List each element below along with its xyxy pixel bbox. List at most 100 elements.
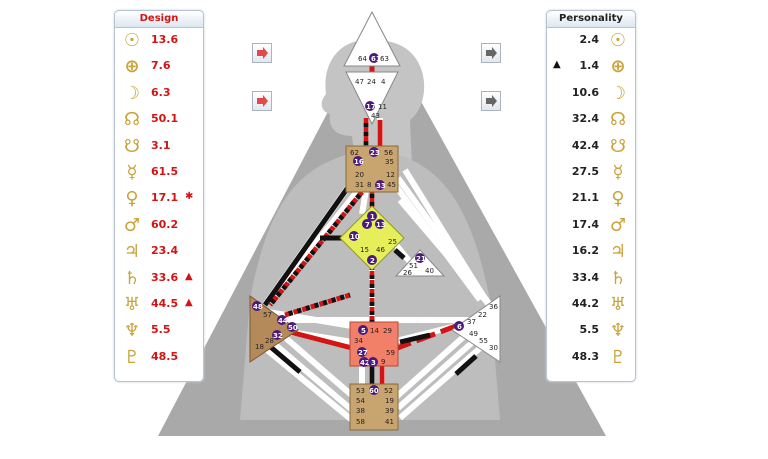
gate-line-value: 27.5 <box>571 164 599 178</box>
gate-label: 12 <box>386 171 395 179</box>
gate-label: 25 <box>388 238 397 246</box>
design-row: ⊕7.6 <box>115 54 203 80</box>
ajna-center <box>345 71 399 126</box>
planet-icon: ♃ <box>123 241 141 263</box>
planet-icon: ♆ <box>609 320 627 342</box>
planet-icon: ♆ <box>123 320 141 342</box>
spleen-center <box>249 295 299 363</box>
planet-icon: ☉ <box>609 30 627 51</box>
gate-line-value: 61.5 <box>151 164 179 178</box>
design-row: ☋3.1 <box>115 134 203 160</box>
planet-icon: ☊ <box>124 109 140 131</box>
gate-label: 55 <box>479 337 488 345</box>
g-center <box>339 205 405 271</box>
gate-label: 20 <box>355 171 364 179</box>
gate-label: 16 <box>354 158 364 166</box>
personality-row: ♂17.4 <box>547 213 635 239</box>
gate-label: 51 <box>409 262 418 270</box>
gate-label: 14 <box>370 327 379 335</box>
gate-label: 34 <box>354 337 363 345</box>
personality-row: ♀21.1 <box>547 186 635 212</box>
planet-icon: ☿ <box>126 161 138 183</box>
design-row: ♃ 23.4 <box>115 239 203 265</box>
gate-line-value: 33.4 <box>571 270 599 284</box>
gate-label: 53 <box>356 387 365 395</box>
fixing-marker-icon: ▲ <box>185 270 193 282</box>
gate-label: 42 <box>360 359 370 367</box>
gate-line-value: 44.5 <box>151 296 179 310</box>
personality-row: ♆ 5.5 <box>547 318 635 344</box>
gate-label: 8 <box>367 181 371 189</box>
planet-icon: ♇ <box>609 346 627 368</box>
planet-icon: ♄ <box>609 267 627 289</box>
planet-icon: ♃ <box>609 241 627 263</box>
design-row: ☿ 61.5 <box>115 160 203 186</box>
gate-label: 54 <box>356 397 365 405</box>
gate-line-value: 60.2 <box>151 217 179 231</box>
design-row: ☽6.3 <box>115 81 203 107</box>
gate-label: 44 <box>278 317 288 325</box>
gate-label: 31 <box>355 181 364 189</box>
planet-icon: ⊕ <box>610 56 626 78</box>
planet-icon: ☋ <box>610 135 626 157</box>
planet-icon: ☊ <box>610 109 626 131</box>
planet-icon: ♅ <box>609 293 627 315</box>
right-arrow-gray-icon <box>486 47 497 59</box>
gate-label: 24 <box>367 78 376 86</box>
planet-icon: ♅ <box>123 293 141 315</box>
right-arrow-red-icon <box>257 47 268 59</box>
personality-arrow-button-1[interactable] <box>481 43 501 63</box>
personality-row: ☋42.4 <box>547 134 635 160</box>
personality-row: ☿ 27.5 <box>547 160 635 186</box>
right-arrow-red-icon <box>257 95 268 107</box>
gate-label: 26 <box>403 269 412 277</box>
gate-label: 45 <box>387 181 396 189</box>
gate-line-value: 17.4 <box>571 217 599 231</box>
gate-label: 22 <box>478 311 487 319</box>
planet-icon: ☉ <box>123 30 141 51</box>
personality-row: ☉2.4 <box>547 28 635 54</box>
design-row: ☊ 50.1 <box>115 107 203 133</box>
gate-line-value: 10.6 <box>571 85 599 99</box>
gate-label: 59 <box>386 349 395 357</box>
personality-arrow-button-2[interactable] <box>481 91 501 111</box>
gate-label: 3 <box>371 359 376 367</box>
design-row: ♅ 44.5 ▲ <box>115 292 203 318</box>
gate-label: 4 <box>381 78 386 86</box>
gate-line-value: 33.6 <box>151 270 179 284</box>
gate-label: 33 <box>376 182 386 190</box>
gate-label: 43 <box>371 112 380 120</box>
fixing-marker-icon: ▲ <box>553 59 561 71</box>
fixing-marker-icon: ▲ <box>185 296 193 308</box>
design-panel: Design ☉13.6⊕7.6☽6.3☊50.1☋3.1☿61.5♀17.1✱… <box>114 10 204 382</box>
design-row: ☉13.6 <box>115 28 203 54</box>
gate-label: 63 <box>380 55 389 63</box>
design-row: ♄33.6▲ <box>115 266 203 292</box>
gate-line-value: 5.5 <box>579 323 600 337</box>
head-center <box>343 10 401 67</box>
gate-line-value: 50.1 <box>151 112 179 126</box>
gate-label: 52 <box>384 387 393 395</box>
planet-icon: ♂ <box>123 214 141 236</box>
planet-icon: ☿ <box>612 161 624 183</box>
gate-label: 41 <box>385 418 394 426</box>
personality-row: ♃16.2 <box>547 239 635 265</box>
gate-label: 9 <box>381 358 385 366</box>
gate-label: 48 <box>253 303 263 311</box>
gate-line-value: 5.5 <box>151 323 171 337</box>
gate-label: 23 <box>370 149 380 157</box>
design-arrow-button-1[interactable] <box>252 43 272 63</box>
gate-label: 57 <box>263 311 272 319</box>
gate-line-value: 3.1 <box>151 138 171 152</box>
gate-label: 21 <box>416 255 426 263</box>
gate-label: 5 <box>361 327 366 335</box>
gate-label: 47 <box>355 78 364 86</box>
gate-label: 11 <box>378 103 387 111</box>
gate-label: 38 <box>356 407 365 415</box>
design-arrow-button-2[interactable] <box>252 91 272 111</box>
gate-line-value: 23.4 <box>151 244 179 258</box>
gate-label: 29 <box>383 327 392 335</box>
gate-label: 61 <box>371 55 381 63</box>
